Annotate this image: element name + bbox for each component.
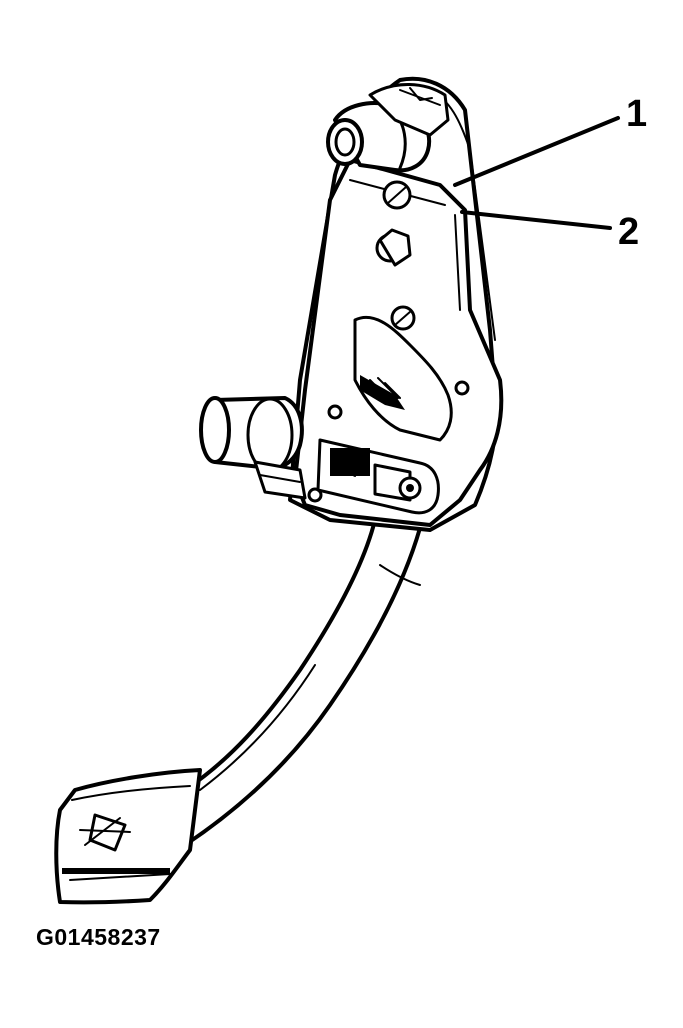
figure-id: G01458237 [36,924,161,950]
pivot-cutout [353,315,453,442]
callout-leaders [453,116,620,230]
pedal-pad [54,768,202,905]
callout-2-label: 2 [618,211,639,253]
adjuster-slot [316,438,440,515]
pedal-arm [183,518,422,847]
lower-pivot-tube [199,396,307,500]
plate-fasteners [307,180,470,503]
top-pivot-sleeve [326,83,450,173]
callout-1-label: 1 [626,93,647,135]
